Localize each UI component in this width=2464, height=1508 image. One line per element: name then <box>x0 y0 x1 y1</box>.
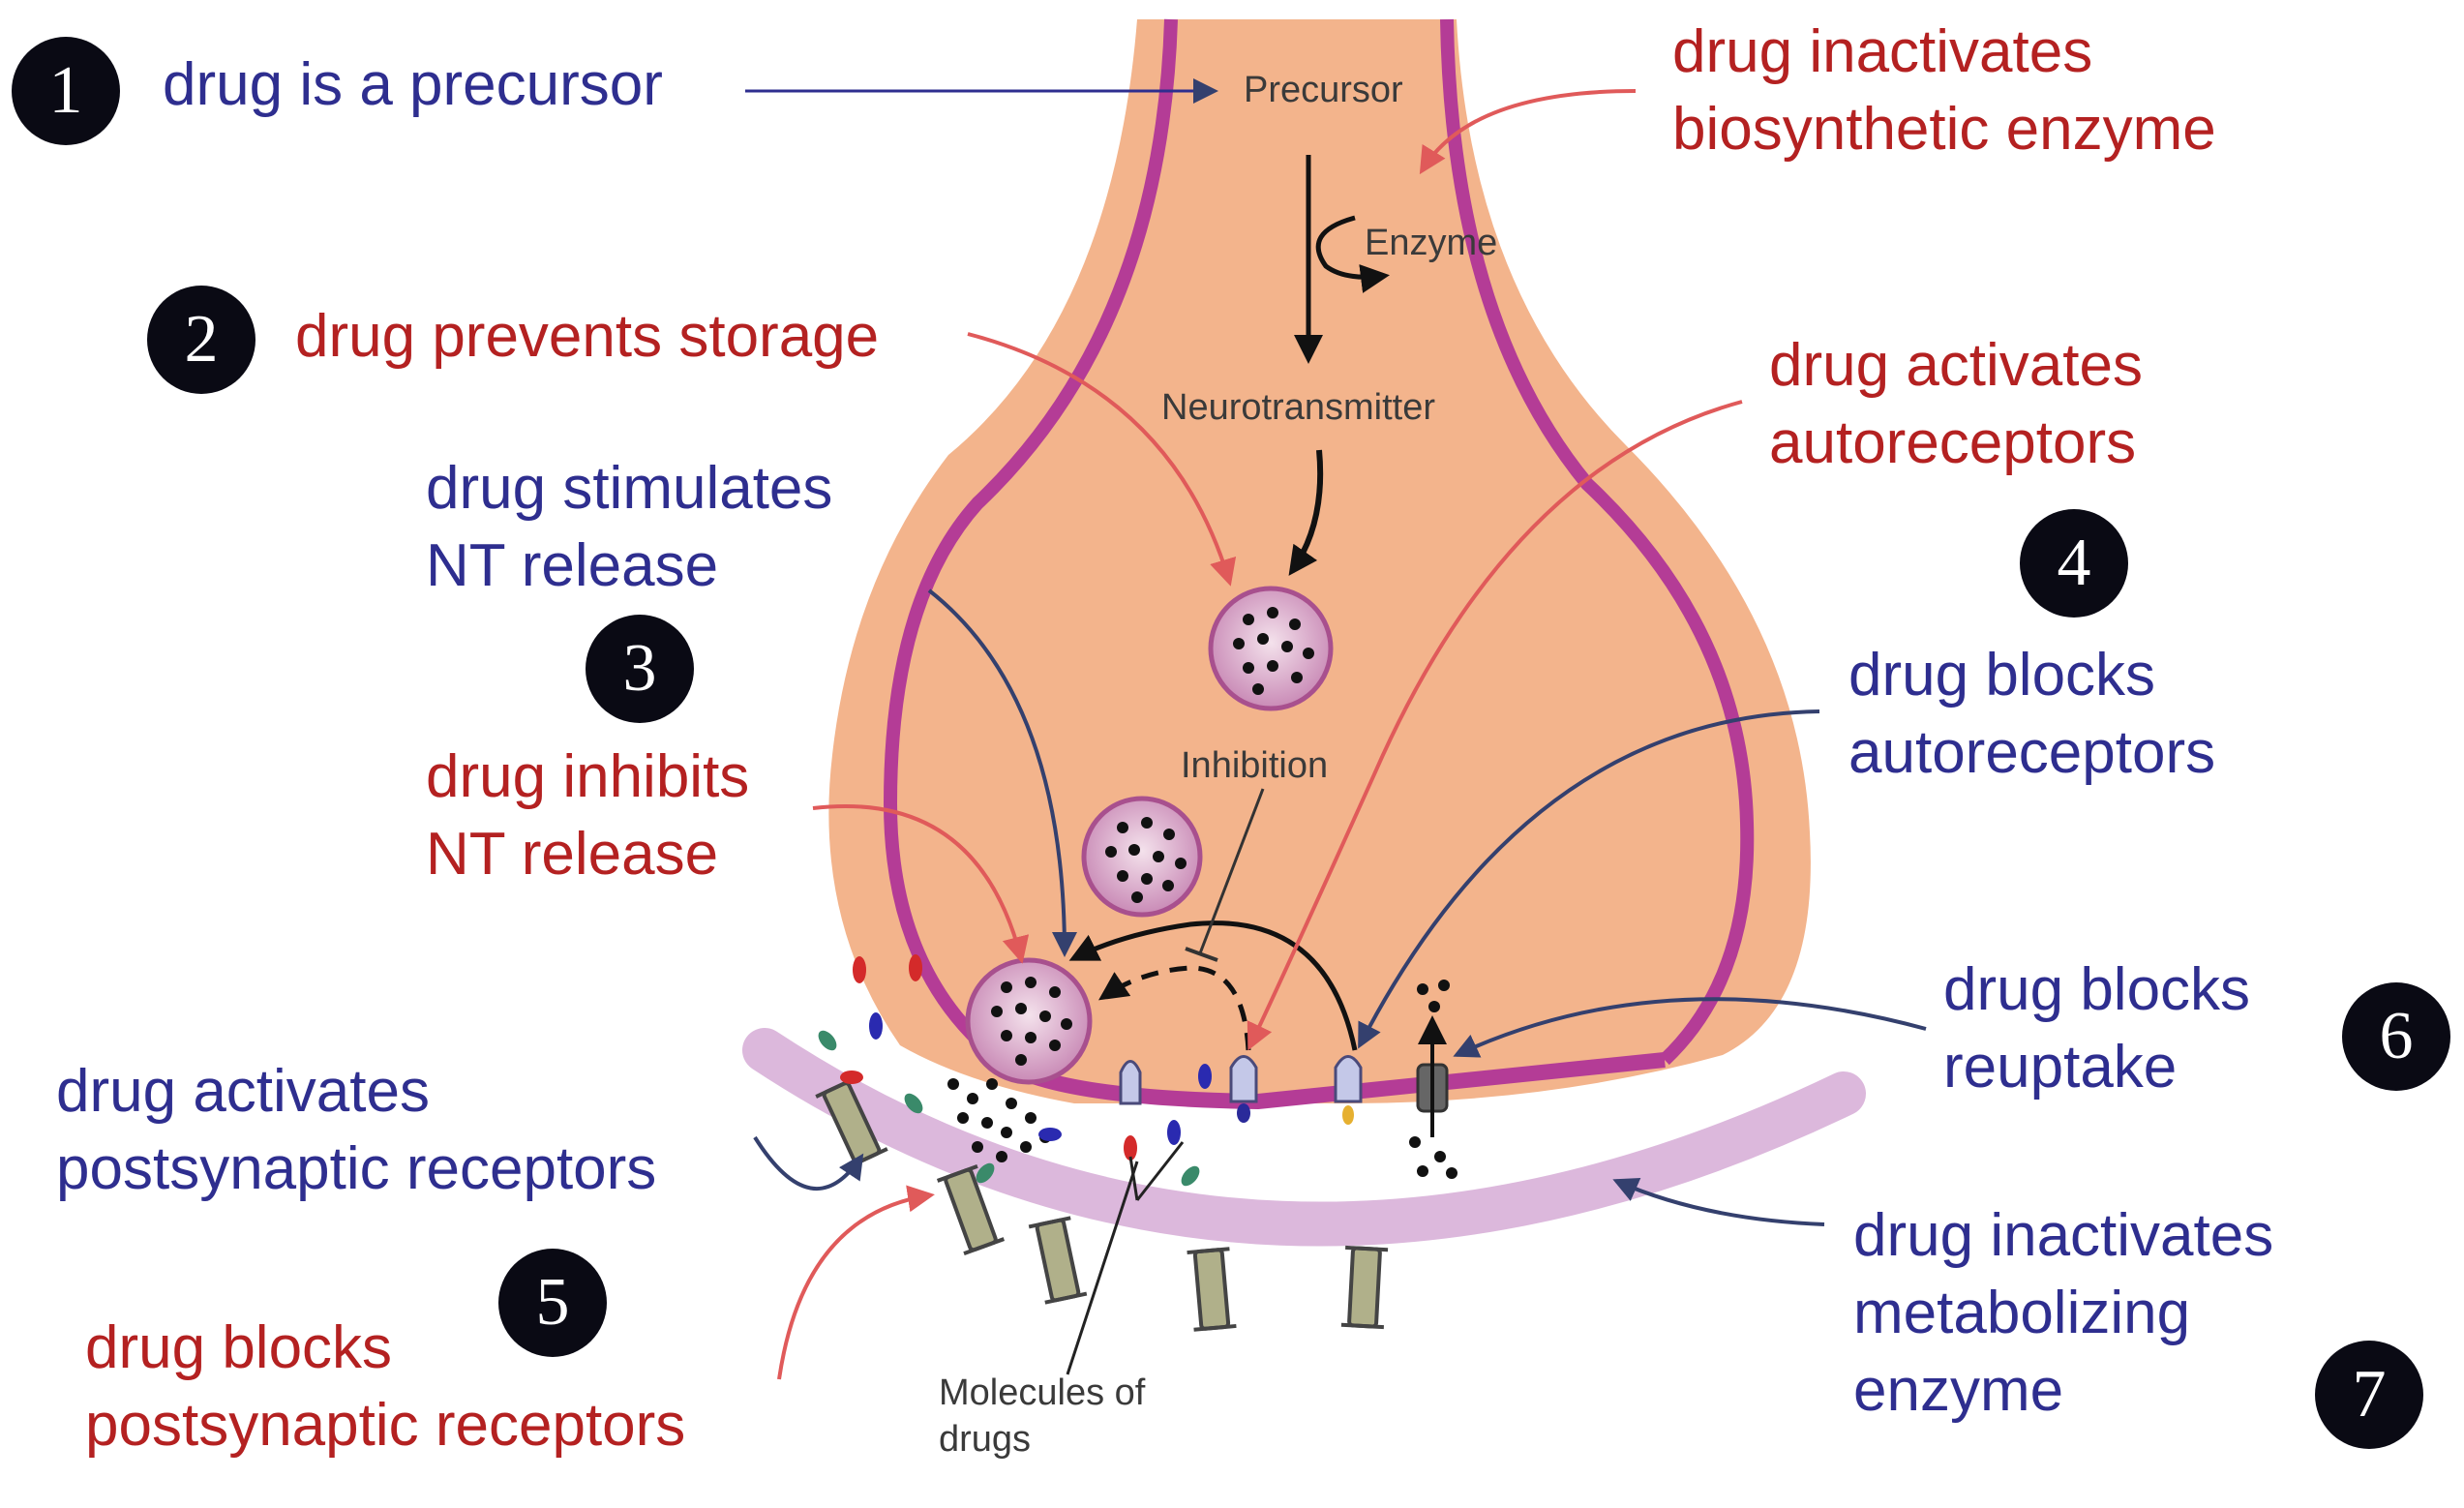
molecules-label-line1: Molecules of <box>939 1372 1146 1413</box>
drug-molecules <box>818 954 1212 1187</box>
autoreceptor-3 <box>1334 1055 1363 1125</box>
badge-6: 6 <box>2342 982 2450 1091</box>
badge-7: 7 <box>2315 1341 2423 1449</box>
label-blocks-reuptake-line2: reuptake <box>1943 1034 2178 1101</box>
label-inhibits-release: drug inhibits NT release <box>426 739 749 893</box>
autoreceptor-2 <box>1229 1055 1258 1123</box>
vesicle-fusing <box>965 957 1093 1085</box>
inhibition-dashed-arrow <box>1098 965 1251 1051</box>
inhibition-bar <box>1185 947 1218 962</box>
enzyme-curve-arrow <box>1315 215 1390 293</box>
arrow-activates-post <box>753 1135 864 1191</box>
label-blocks-postsynaptic: drug blocks postsynaptic receptors <box>85 1310 685 1464</box>
inhibition-line <box>1198 788 1265 954</box>
label-drug-is-precursor: drug is a precursor <box>163 51 663 118</box>
badge-5: 5 <box>498 1249 607 1357</box>
arrow-biosynthetic <box>1419 89 1637 175</box>
label-activates-postsynaptic-line1: drug activates <box>56 1058 430 1125</box>
label-stimulates-release-line1: drug stimulates <box>426 455 833 522</box>
arrow-blocks-autoreceptors <box>1358 709 1820 1049</box>
label-inhibits-release-line2: NT release <box>426 821 719 888</box>
label-activates-autoreceptors: drug activates autoreceptors <box>1769 327 2143 482</box>
label-blocks-reuptake-line1: drug blocks <box>1943 956 2251 1023</box>
vesicle-upper <box>1208 586 1334 711</box>
label-inhibits-release-line1: drug inhibits <box>426 743 750 810</box>
label-blocks-autoreceptors-line2: autoreceptors <box>1848 719 2216 786</box>
label-blocks-postsynaptic-line1: drug blocks <box>85 1314 393 1381</box>
label-activates-autoreceptors-line1: drug activates <box>1769 332 2143 399</box>
inhibition-label: Inhibition <box>1181 745 1329 786</box>
label-inactivates-metabolizing-line2: metabolizing <box>1853 1280 2191 1346</box>
label-prevents-storage: drug prevents storage <box>295 303 880 370</box>
badge-3: 3 <box>586 615 694 723</box>
arrow-inhibits <box>812 803 1030 964</box>
label-blocks-postsynaptic-line2: postsynaptic receptors <box>85 1392 686 1459</box>
label-blocks-autoreceptors: drug blocks autoreceptors <box>1848 637 2215 792</box>
membrane-right <box>1440 18 1755 1066</box>
membrane-left <box>883 18 1178 1071</box>
badge-1: 1 <box>12 37 120 145</box>
label-blocks-autoreceptors-line1: drug blocks <box>1848 642 2156 709</box>
label-inactivates-biosynthetic: drug inactivates biosynthetic enzyme <box>1672 14 2216 168</box>
label-inactivates-biosynthetic-line2: biosynthetic enzyme <box>1672 96 2216 163</box>
label-activates-autoreceptors-line2: autoreceptors <box>1769 409 2137 476</box>
neurotransmitter-label: Neurotransmitter <box>1161 387 1435 428</box>
arrow-blocks-reuptake <box>1453 997 1927 1058</box>
label-stimulates-release: drug stimulates NT release <box>426 450 832 605</box>
arrow-activates-autoreceptors <box>1247 400 1743 1051</box>
precursor-label: Precursor <box>1244 70 1403 110</box>
arrow-blocks-post <box>777 1185 935 1380</box>
arrow-inactivates-metab <box>1612 1178 1825 1226</box>
label-inactivates-metabolizing-line1: drug inactivates <box>1853 1202 2274 1269</box>
enzyme-label: Enzyme <box>1365 223 1498 263</box>
molecules-label-line2: drugs <box>939 1419 1032 1460</box>
presynaptic-terminal <box>828 19 1811 1103</box>
badge-4: 4 <box>2020 509 2128 618</box>
molecules-label: Molecules of drugs <box>939 1370 1145 1463</box>
arrow-nt-to-vesicle <box>1288 449 1324 576</box>
label-activates-postsynaptic-line2: postsynaptic receptors <box>56 1135 657 1202</box>
label-inactivates-metabolizing: drug inactivates metabolizing enzyme <box>1853 1197 2273 1430</box>
postsynaptic-receptors <box>815 1076 1389 1332</box>
label-inactivates-biosynthetic-line1: drug inactivates <box>1672 18 2093 85</box>
autoreceptor-1 <box>1119 1060 1142 1105</box>
label-stimulates-release-line2: NT release <box>426 532 719 599</box>
label-inactivates-metabolizing-line3: enzyme <box>1853 1357 2064 1424</box>
badge-2: 2 <box>147 286 255 394</box>
autoreceptor-release-arrow <box>1068 920 1358 1051</box>
vesicle-middle <box>1081 796 1203 918</box>
label-blocks-reuptake: drug blocks reuptake <box>1943 951 2250 1106</box>
postsynaptic-membrane <box>742 1028 1866 1247</box>
label-activates-postsynaptic: drug activates postsynaptic receptors <box>56 1053 656 1208</box>
arrow-prevents-storage <box>967 332 1237 587</box>
arrow-stimulates <box>927 588 1077 957</box>
molecules-pointer <box>1066 1141 1185 1375</box>
reuptake-transporter <box>1409 980 1457 1179</box>
